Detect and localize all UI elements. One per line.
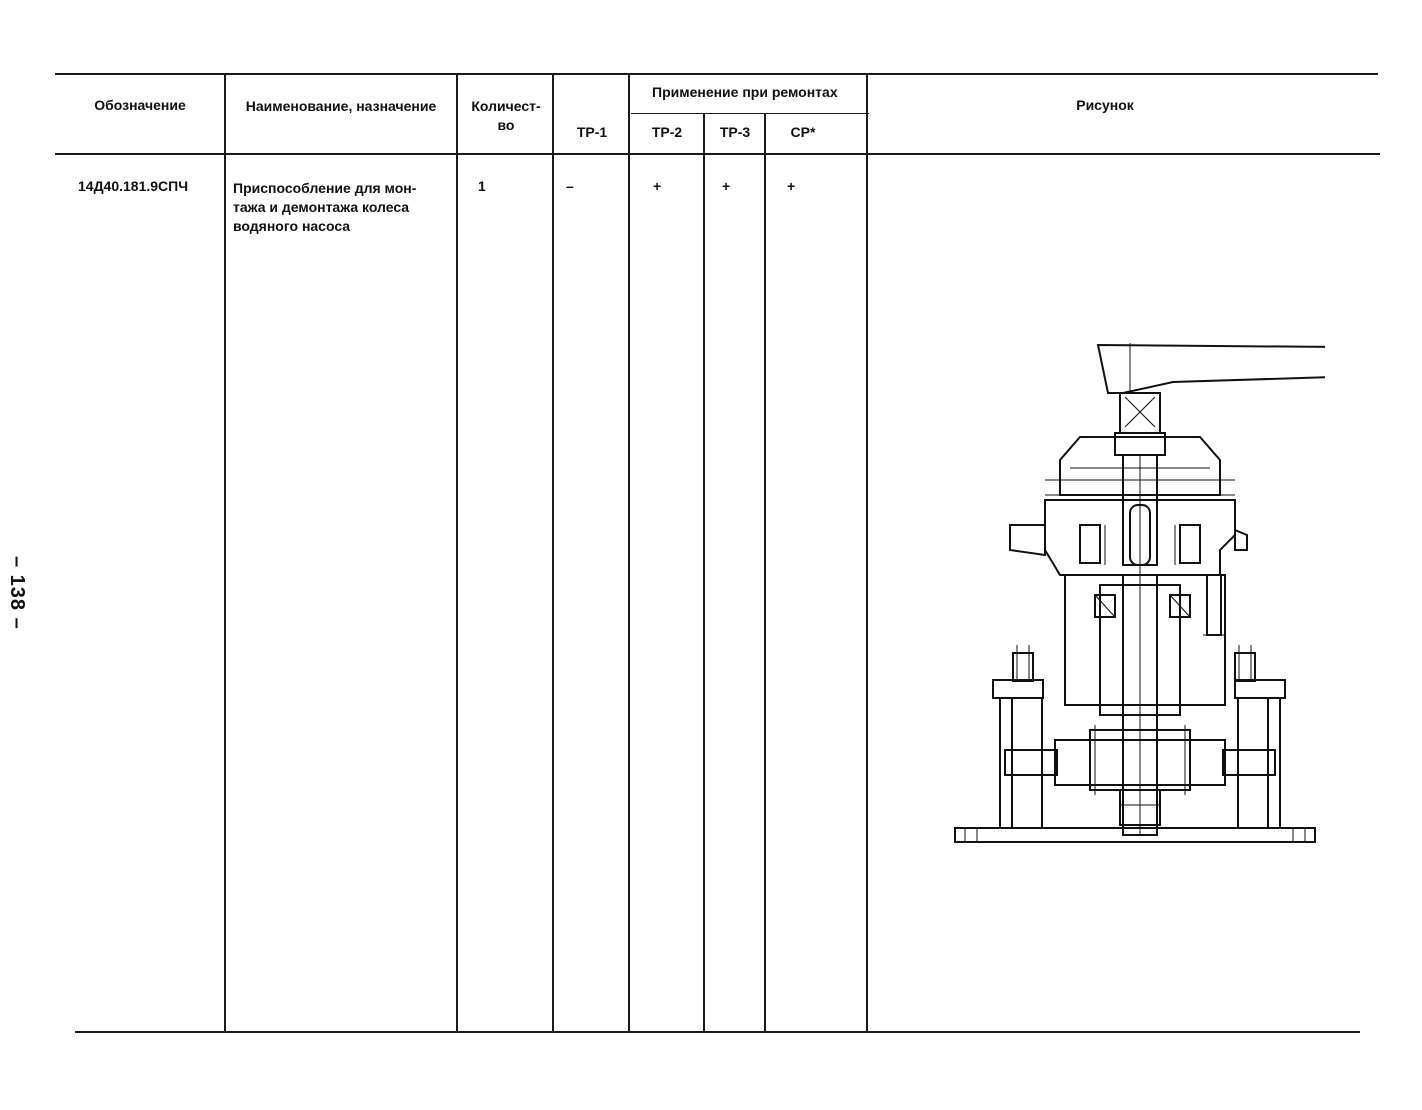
- header-quantity-line1: Количест-: [471, 98, 541, 114]
- water-pump-impeller-fixture-drawing-icon: [954, 343, 1325, 843]
- header-bottom-rule: [55, 153, 1380, 155]
- header-figure: Рисунок: [1076, 97, 1134, 113]
- header-application-group: Применение при ремонтах: [652, 84, 838, 100]
- header-tr1: ТР-1: [576, 124, 608, 140]
- table-top-rule: [55, 73, 1378, 75]
- header-sr: СР*: [790, 124, 816, 140]
- col-divider-1: [224, 73, 226, 1033]
- header-quantity-line2: во: [497, 117, 515, 133]
- row-designation: 14Д40.181.9СПЧ: [78, 178, 189, 194]
- header-tr2: ТР-2: [651, 124, 683, 140]
- row-name-line3: водяного насоса: [233, 218, 351, 234]
- header-name: Наименование, назначение: [245, 98, 437, 114]
- col-divider-6: [764, 114, 766, 1033]
- row-tr3: +: [722, 178, 731, 194]
- col-divider-3: [552, 75, 554, 1033]
- row-quantity: 1: [478, 178, 486, 194]
- table-bottom-rule: [75, 1031, 1360, 1033]
- col-divider-7: [866, 75, 868, 1033]
- col-divider-2: [456, 75, 458, 1033]
- row-tr1: –: [566, 178, 574, 194]
- row-name-line2: тажа и демонтажа колеса: [233, 199, 410, 215]
- row-tr2: +: [653, 178, 662, 194]
- col-divider-4: [628, 75, 630, 1033]
- page-number: – 138 –: [6, 556, 28, 630]
- header-designation: Обозначение: [94, 97, 186, 113]
- application-group-rule: [631, 113, 869, 114]
- header-tr3: ТР-3: [719, 124, 751, 140]
- row-sr: +: [787, 178, 796, 194]
- col-divider-5: [703, 114, 705, 1033]
- row-name-line1: Приспособление для мон-: [233, 180, 417, 196]
